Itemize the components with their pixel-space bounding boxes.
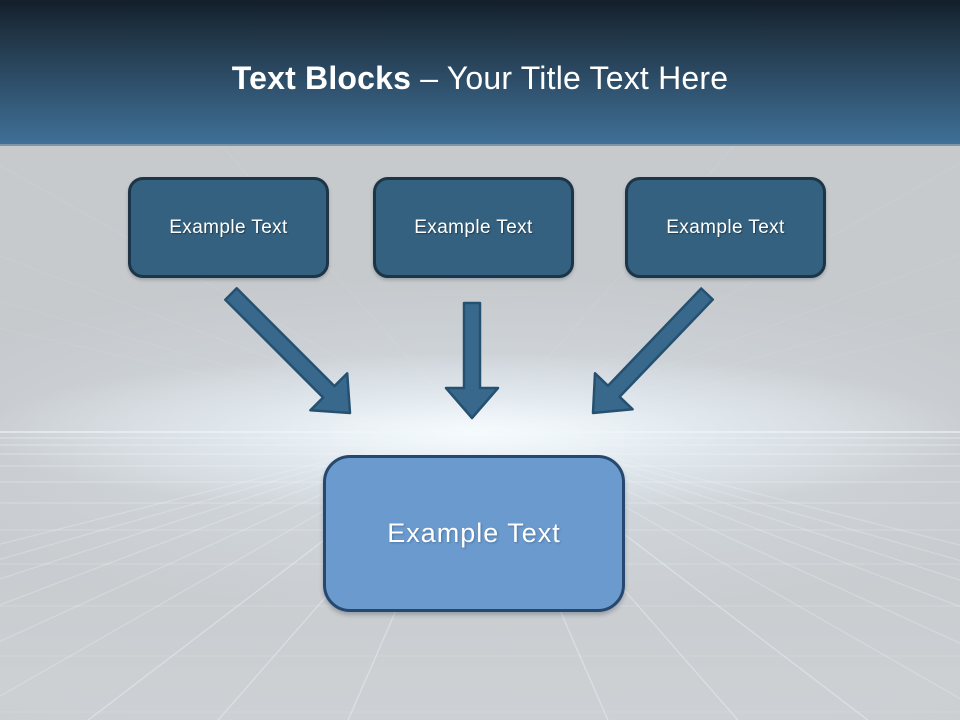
down-arrow-icon bbox=[444, 301, 500, 420]
title-separator: – bbox=[420, 59, 439, 96]
title-topic: Text Blocks bbox=[231, 59, 412, 96]
text-block-2: Example Text bbox=[373, 177, 574, 278]
text-block-1: Example Text bbox=[128, 177, 329, 278]
text-block-3-label: Example Text bbox=[666, 216, 785, 238]
slide-title: Text Blocks – Your Title Text Here bbox=[232, 48, 729, 97]
down-left-arrow-icon bbox=[591, 287, 715, 415]
text-block-3: Example Text bbox=[625, 177, 826, 278]
summary-block: Example Text bbox=[323, 455, 625, 612]
down-right-arrow-icon bbox=[224, 287, 352, 415]
slide-header: Text Blocks – Your Title Text Here bbox=[0, 0, 960, 146]
title-subtitle: Your Title Text Here bbox=[446, 59, 729, 96]
summary-block-label: Example Text bbox=[387, 518, 561, 548]
text-block-1-label: Example Text bbox=[169, 216, 288, 238]
text-block-2-label: Example Text bbox=[414, 216, 533, 238]
